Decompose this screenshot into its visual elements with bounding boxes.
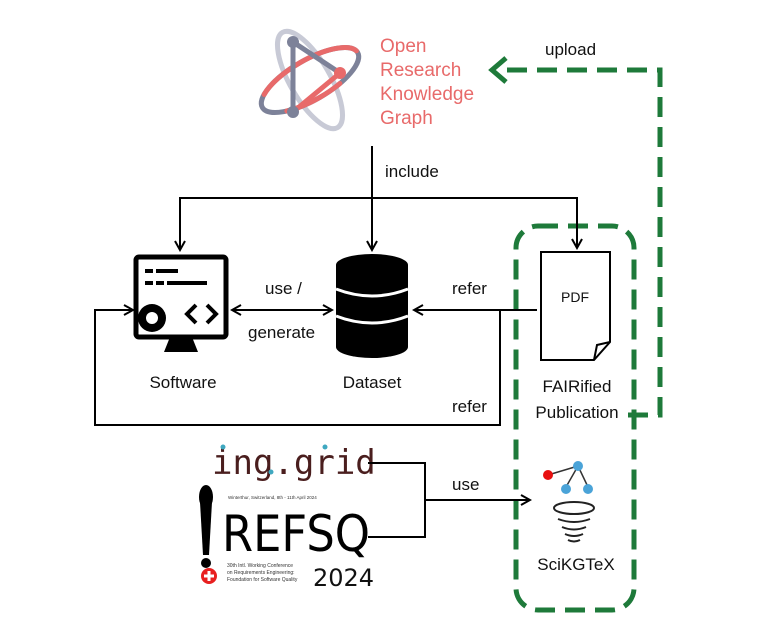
refsq-year: 2024	[313, 564, 374, 592]
refer-arrows	[94, 310, 537, 426]
scikgtex-icon	[543, 461, 595, 543]
refsq-sub-3: Foundation for Software Quality	[227, 577, 298, 583]
software-label: Software	[149, 373, 216, 392]
inggrid-logo: ing.grid	[212, 443, 376, 483]
refsq-logo: Winterthur, Switzerland, 8th - 11th Apri…	[199, 485, 374, 592]
upload-arrow	[500, 67, 663, 418]
software-icon	[133, 254, 229, 352]
inggrid-text: ing.grid	[212, 443, 376, 483]
include-label: include	[385, 162, 439, 181]
fairified-label-1: FAIRified	[543, 377, 612, 396]
pdf-label: PDF	[561, 289, 589, 305]
orkg-logo: Open Research Knowledge Graph	[258, 28, 474, 132]
refsq-text: REFSQ	[222, 505, 370, 563]
orkg-line-1: Open	[380, 36, 426, 57]
fairified-label-2: Publication	[535, 403, 618, 422]
orkg-line-4: Graph	[380, 108, 433, 129]
upload-arrowhead	[488, 56, 508, 84]
refsq-place: Winterthur, Switzerland, 8th - 11th Apri…	[228, 495, 317, 500]
scikgtex-label: SciKGTeX	[537, 555, 614, 574]
use-generate-label-1: use /	[265, 279, 302, 298]
refer-label-bottom: refer	[452, 397, 487, 416]
scikgtex-container	[513, 223, 637, 613]
pdf-document-icon	[540, 251, 611, 361]
upload-label: upload	[545, 40, 596, 59]
use-arrow	[368, 462, 530, 538]
refsq-sub-1: 30th Intl. Working Conference	[227, 563, 293, 569]
dataset-label: Dataset	[343, 373, 402, 392]
include-arrows	[180, 146, 577, 250]
orkg-line-2: Research	[380, 60, 461, 81]
use-generate-label-2: generate	[248, 323, 315, 342]
refer-label-top: refer	[452, 279, 487, 298]
use-label: use	[452, 475, 479, 494]
orkg-atom-icon	[258, 28, 362, 132]
orkg-line-3: Knowledge	[380, 84, 474, 105]
dataset-icon	[335, 254, 409, 358]
refsq-sub-2: on Requirements Engineering:	[227, 570, 295, 576]
